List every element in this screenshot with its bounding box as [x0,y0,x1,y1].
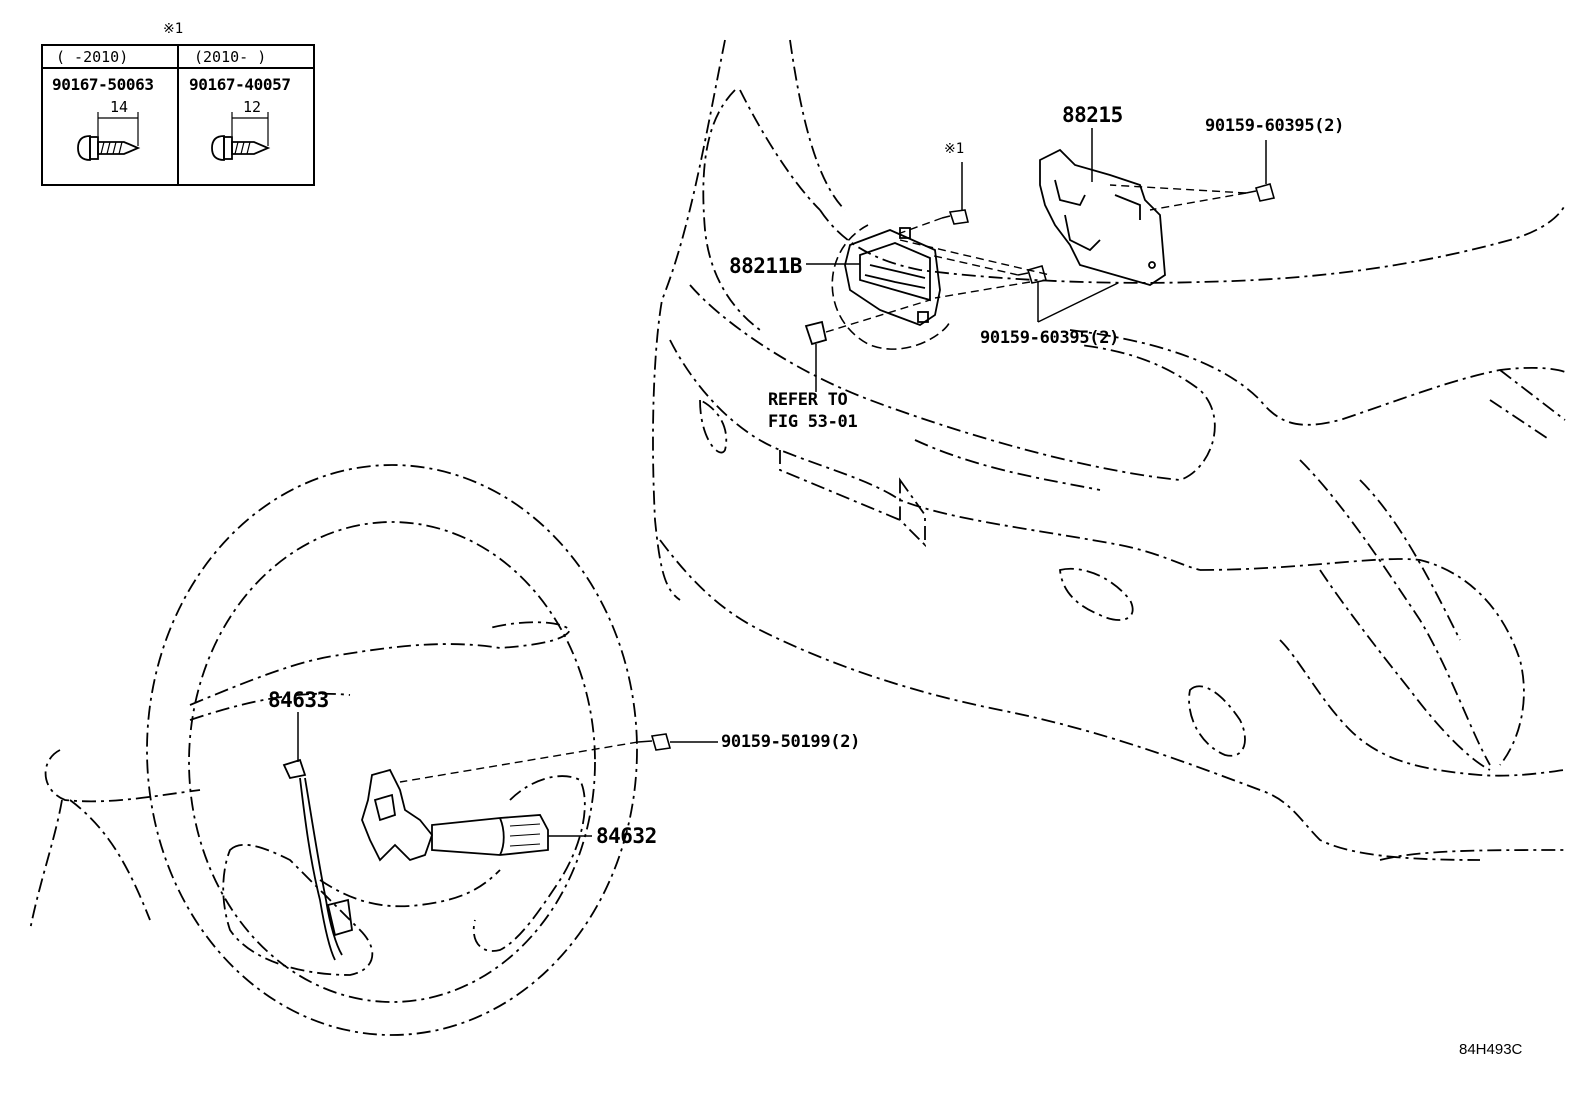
screw-table-frame [41,44,315,186]
callout-90159-60395-mid: 90159-60395(2) [980,328,1120,348]
callout-90159-60395-top: 90159-60395(2) [1205,116,1345,136]
bolt-steering [637,733,672,751]
callout-note-ref: ※1 [944,141,965,157]
callout-refer-line1: REFER TO [768,390,848,410]
assembly-lines-sensor [825,184,1247,333]
table-length-left: 14 [110,98,129,116]
wire-84633-shape [282,758,353,961]
bolt-right [1245,183,1276,202]
callout-refer-line2: FIG 53-01 [768,412,858,432]
note-mark-table: ※1 [163,21,184,37]
sensor-highlight-circle [831,224,951,350]
table-range-right: (2010- ) [194,48,267,66]
bolt-mid [1017,265,1048,284]
vehicle-front-outline [652,39,1566,861]
callout-90159-50199: 90159-50199(2) [721,732,861,752]
vehicle-details [699,398,1461,757]
screw-icon-left [77,112,141,161]
table-range-left: ( -2010) [56,48,129,66]
table-part-left: 90167-50063 [52,75,154,94]
steering-wheel-outline [29,464,638,1036]
switch-84632-shape [361,768,549,862]
callout-84633: 84633 [268,688,329,712]
assembly-line-steering [399,741,639,783]
table-part-right: 90167-40057 [189,75,291,94]
callout-88211b: 88211B [729,254,802,278]
table-length-right: 12 [243,98,262,116]
leader-lines-top [806,128,1267,392]
clip-shape [804,320,828,346]
callout-84632: 84632 [596,824,657,848]
screw-icon-right [211,112,271,161]
bolt-top [941,209,969,225]
callout-88215: 88215 [1062,103,1123,127]
bracket-88215-shape [1039,148,1166,286]
leader-lines-steering [297,712,718,837]
diagram-code: 84H493C [1459,1041,1523,1058]
sensor-88211b-shape [844,227,941,327]
